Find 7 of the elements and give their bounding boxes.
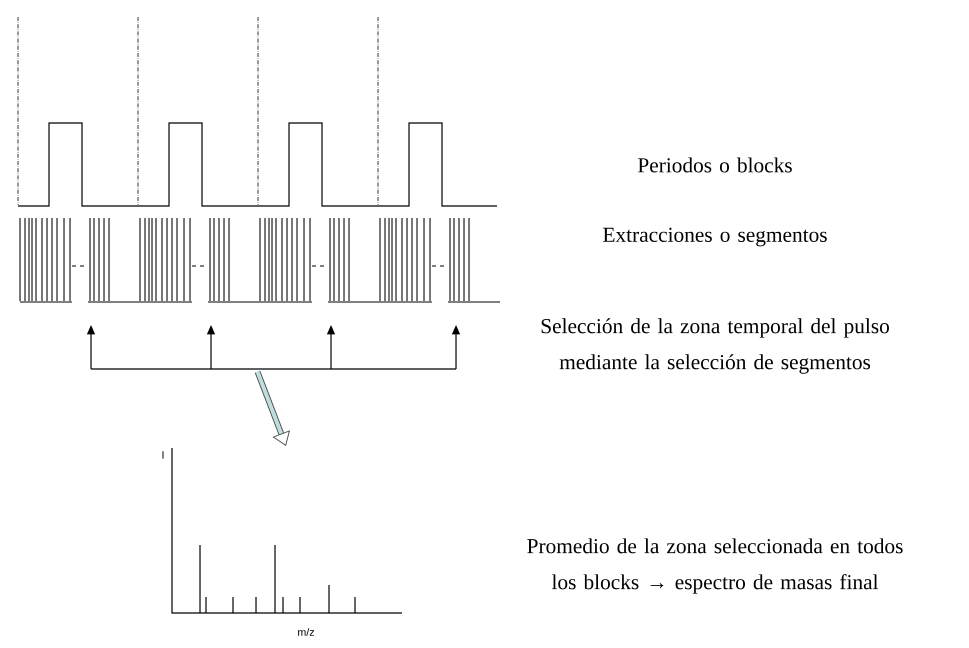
- description-text: Selección de la zona temporal del pulso mediante la selección de segmentos: [542, 318, 889, 374]
- description-text: Extracciones o segmentos: [603, 228, 827, 246]
- axis-label: m/z: [298, 628, 314, 636]
- description-text: Promedio de la zona seleccionada en todos los blocks → espectro de masas final: [527, 538, 903, 594]
- pulse-sequence-drawing: [18, 16, 500, 370]
- description-text: Periodos o blocks: [638, 157, 792, 172]
- mass-spectrum-drawing: [171, 448, 402, 614]
